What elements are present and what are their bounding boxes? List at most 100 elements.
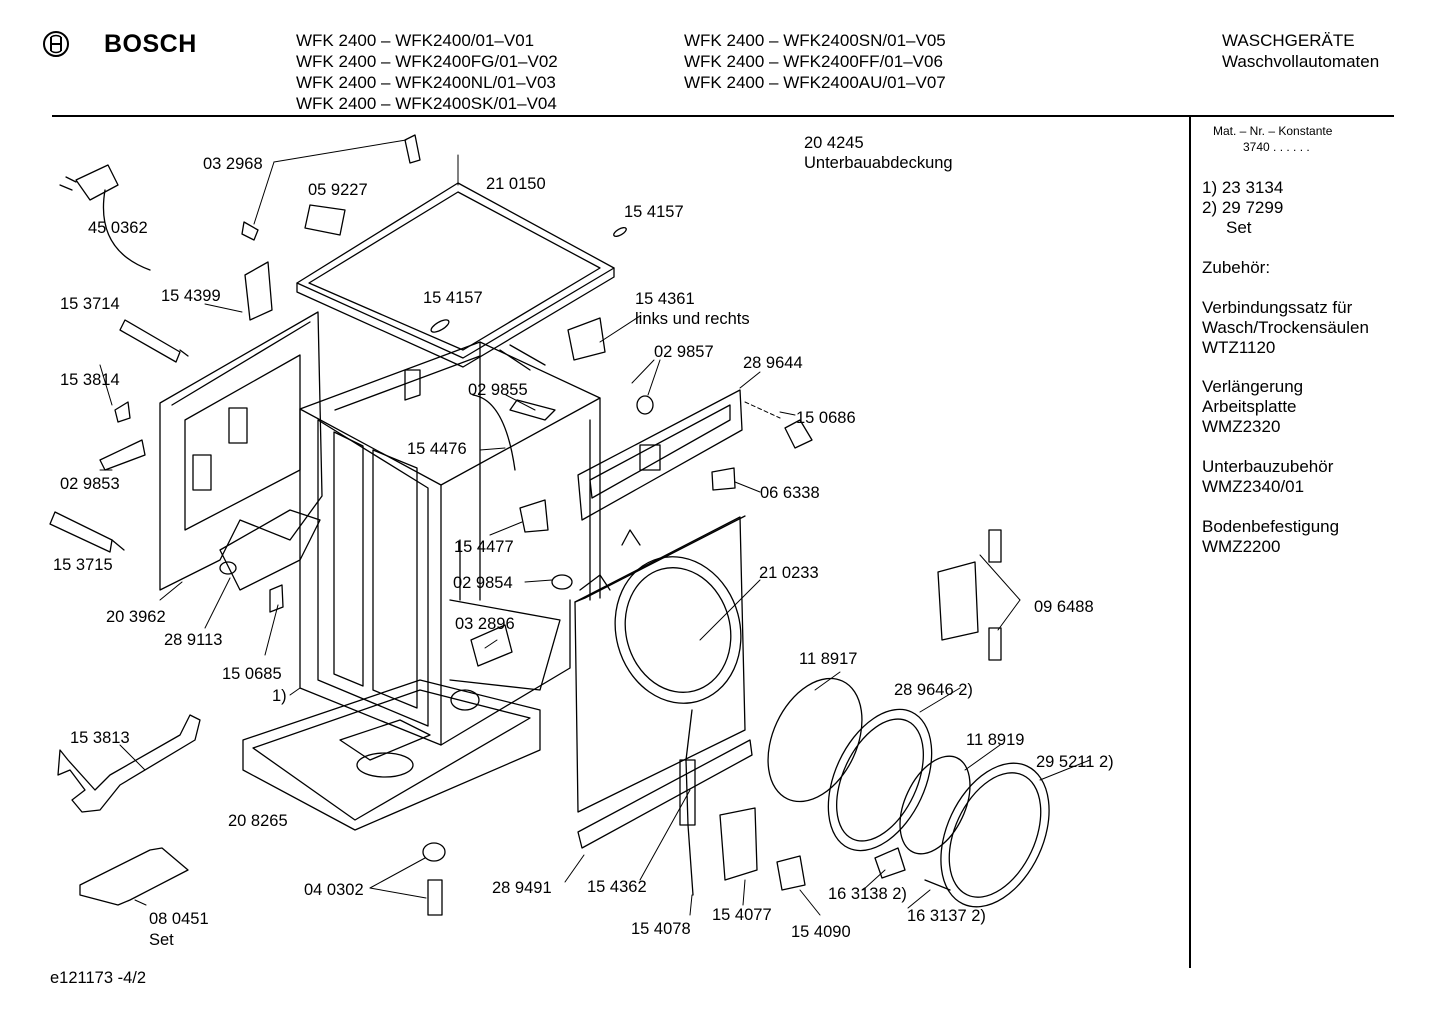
part-label: 15 4399 <box>161 287 221 305</box>
model-line: WFK 2400 – WFK2400FG/01–V02 <box>296 52 558 71</box>
footnote-1: 1) 23 3134 <box>1202 178 1284 197</box>
footnote-2: 2) 29 7299 <box>1202 198 1284 217</box>
accessory-line: Arbeitsplatte <box>1202 397 1297 416</box>
part-label: 03 2896 <box>455 615 515 633</box>
front-panel-part <box>575 516 757 812</box>
wrench-part <box>58 715 200 812</box>
small-parts <box>100 135 812 666</box>
accessory-item: Verlängerung Arbeitsplatte WMZ2320 <box>1202 377 1303 437</box>
part-label: 05 9227 <box>308 181 368 199</box>
leader-lines <box>100 140 1090 915</box>
side-panel-part <box>160 312 322 590</box>
part-label: 02 9857 <box>654 343 714 361</box>
part-label: 29 5211 2) <box>1036 753 1114 771</box>
model-line: WFK 2400 – WFK2400FF/01–V06 <box>684 52 943 71</box>
footnote-2-set: Set <box>1226 218 1252 237</box>
part-label: 15 3814 <box>60 371 120 389</box>
part-label: 20 8265 <box>228 812 288 830</box>
accessory-item: Bodenbefestigung WMZ2200 <box>1202 517 1339 557</box>
accessory-code: WTZ1120 <box>1202 338 1276 357</box>
part-label: 15 4077 <box>712 906 772 924</box>
model-list-col1: WFK 2400 – WFK2400/01–V01 WFK 2400 – WFK… <box>296 30 558 114</box>
part-label: 02 9854 <box>453 574 513 592</box>
part-label: 28 9113 <box>164 631 223 649</box>
model-line: WFK 2400 – WFK2400SN/01–V05 <box>684 31 946 50</box>
part-label: 11 8917 <box>799 650 858 668</box>
mat-nr-value: 3740 . . . . . . <box>1243 140 1310 154</box>
part-label: 15 0685 <box>222 665 282 683</box>
accessories-title: Zubehör: <box>1202 258 1271 277</box>
accessory-line: Bodenbefestigung <box>1202 517 1340 536</box>
part-label: 06 6338 <box>760 484 820 502</box>
cabinet-frame-part <box>300 342 600 745</box>
part-label: Set <box>149 931 174 949</box>
accessory-item: Verbindungssatz für Wasch/Trockensäulen … <box>1202 298 1369 358</box>
sidebar-divider <box>1189 116 1191 968</box>
part-label: 45 0362 <box>88 219 148 237</box>
part-label: 21 0233 <box>759 564 819 582</box>
door-lock-part <box>680 710 805 895</box>
nut-screw-part <box>423 843 445 915</box>
model-line: WFK 2400 – WFK2400SK/01–V04 <box>296 94 557 113</box>
part-label: 20 3962 <box>106 608 166 626</box>
part-label: 15 4090 <box>791 923 851 941</box>
accessory-line: Wasch/Trockensäulen <box>1202 318 1369 337</box>
inlet-connector-part <box>938 530 1001 660</box>
part-label: 28 9491 <box>492 879 552 897</box>
hose-part <box>50 320 188 552</box>
part-label: 16 3138 2) <box>828 885 907 903</box>
part-label: 15 4157 <box>624 203 684 221</box>
base-plate-part <box>243 680 540 830</box>
part-label: 1) <box>272 687 287 705</box>
accessory-code: WMZ2200 <box>1202 537 1281 556</box>
part-label: 15 4157 <box>423 289 483 307</box>
model-line: WFK 2400 – WFK2400NL/01–V03 <box>296 73 556 92</box>
category-subtitle: Waschvollautomaten <box>1222 52 1380 71</box>
accessory-line: Verlängerung <box>1202 377 1304 396</box>
door-assembly-part <box>749 663 1070 924</box>
part-label: 08 0451 <box>149 910 209 928</box>
part-label: 21 0150 <box>486 175 546 193</box>
power-cord-part <box>60 165 150 270</box>
part-label: 16 3137 2) <box>907 907 986 925</box>
part-label: 15 4361 <box>635 290 695 308</box>
part-label: 15 4477 <box>454 538 514 556</box>
part-label: 15 4362 <box>587 878 647 896</box>
part-label: 15 4476 <box>407 440 467 458</box>
bosch-logo-icon <box>42 30 70 58</box>
part-label: Unterbauabdeckung <box>804 154 953 172</box>
kick-strip-part <box>578 740 752 848</box>
part-label: 15 0686 <box>796 409 856 427</box>
mat-nr-title: Mat. – Nr. – Konstante <box>1213 124 1333 138</box>
footnote-list: 1) 23 3134 2) 29 7299 Set <box>1202 178 1283 238</box>
model-line: WFK 2400 – WFK2400AU/01–V07 <box>684 73 946 92</box>
part-label: 28 9646 2) <box>894 681 973 699</box>
part-label: 04 0302 <box>304 881 364 899</box>
drawing-id: e121173 -4/2 <box>50 969 147 987</box>
accessory-line: Verbindungssatz für <box>1202 298 1353 317</box>
accessory-item: Unterbauzubehör WMZ2340/01 <box>1202 457 1333 497</box>
header-divider <box>52 115 1394 117</box>
part-label: 15 3715 <box>53 556 113 574</box>
part-label: 20 4245 <box>804 134 864 152</box>
accessory-code: WMZ2320 <box>1202 417 1281 436</box>
part-label: 09 6488 <box>1034 598 1094 616</box>
control-strip-part <box>578 390 742 545</box>
part-label: 11 8919 <box>966 731 1025 749</box>
model-list-col2: WFK 2400 – WFK2400SN/01–V05 WFK 2400 – W… <box>684 30 946 93</box>
category-block: WASCHGERÄTE Waschvollautomaten <box>1222 30 1379 72</box>
part-label: 02 9853 <box>60 475 120 493</box>
accessory-line: Unterbauzubehör <box>1202 457 1334 476</box>
accessory-code: WMZ2340/01 <box>1202 477 1305 496</box>
part-label: 15 3813 <box>70 729 130 747</box>
part-label: 03 2968 <box>203 155 263 173</box>
brand-name: BOSCH <box>104 30 197 58</box>
part-label: links und rechts <box>635 310 750 328</box>
model-line: WFK 2400 – WFK2400/01–V01 <box>296 31 535 50</box>
part-label: 15 4078 <box>631 920 691 938</box>
top-cover-part <box>297 183 628 367</box>
category-title: WASCHGERÄTE <box>1222 31 1355 50</box>
part-label: 15 3714 <box>60 295 120 313</box>
